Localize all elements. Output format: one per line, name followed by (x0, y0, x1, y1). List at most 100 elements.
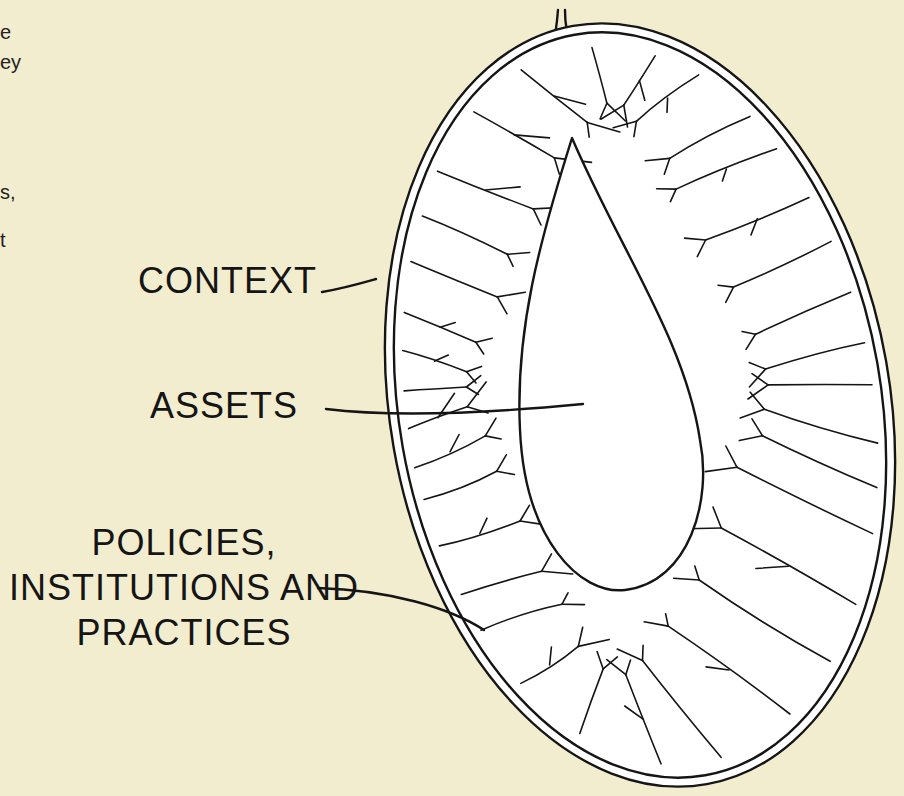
vein (766, 343, 865, 369)
vein (424, 471, 497, 499)
vein (514, 135, 549, 138)
vein (705, 467, 737, 471)
vein (734, 241, 832, 287)
vein (520, 505, 529, 521)
vein (674, 578, 700, 580)
vein (542, 571, 573, 574)
vein (438, 171, 534, 209)
vein (670, 189, 676, 202)
vein (666, 98, 668, 112)
vein (580, 669, 603, 734)
part-label: POLICIES, INSTITUTIONS AND PRACTICES (4, 520, 364, 655)
vein (587, 122, 589, 137)
cropped-text: t (0, 228, 6, 252)
vein (752, 419, 762, 436)
vein (699, 580, 830, 661)
vein (706, 198, 809, 241)
vein (497, 297, 507, 314)
vein (762, 436, 876, 488)
vein (578, 627, 582, 646)
part-label: CONTEXT (138, 258, 317, 303)
vein (726, 287, 734, 302)
vein (718, 285, 734, 287)
vein (466, 387, 478, 395)
vein (485, 418, 496, 436)
cropped-text: ey (0, 50, 21, 74)
vein (625, 706, 644, 719)
vein (749, 363, 765, 370)
vein (746, 334, 756, 349)
vein (697, 240, 705, 257)
leader-line (326, 404, 583, 413)
vein (404, 312, 476, 342)
vein (756, 292, 851, 334)
vein (626, 660, 631, 675)
vein (592, 48, 607, 104)
vein (685, 238, 706, 240)
vein (676, 149, 777, 189)
vein (403, 351, 467, 372)
vein (435, 355, 449, 361)
vein (521, 646, 579, 683)
vein (706, 667, 729, 670)
vein (617, 649, 642, 660)
vein (634, 121, 637, 136)
vein (485, 187, 520, 190)
vein (507, 253, 529, 255)
vein (642, 645, 644, 660)
vein (664, 158, 669, 174)
cropped-text: e (0, 20, 11, 44)
vein (639, 80, 644, 100)
vein (756, 566, 789, 568)
vein (643, 660, 722, 757)
vein (480, 518, 487, 533)
vein (404, 387, 466, 391)
vein (476, 338, 492, 342)
vein (440, 323, 455, 328)
part-label: ASSETS (150, 383, 298, 428)
vein (721, 528, 856, 604)
vein (722, 169, 726, 181)
vein (670, 116, 750, 158)
vein (562, 603, 585, 605)
vein (554, 158, 559, 174)
vein (450, 435, 459, 452)
vein (742, 332, 755, 335)
vein (749, 369, 765, 387)
vein (613, 121, 636, 127)
vein (578, 640, 609, 647)
vein (474, 112, 555, 158)
vein (607, 660, 626, 675)
vein (481, 604, 562, 630)
vein (521, 70, 587, 123)
vein (740, 409, 764, 418)
vein (603, 657, 617, 669)
vein (476, 342, 484, 354)
vein (624, 56, 655, 105)
vein (768, 384, 872, 386)
inner-shell (337, 0, 904, 796)
vein (507, 254, 513, 266)
vein (739, 436, 762, 441)
vein (668, 626, 790, 714)
vein (422, 216, 507, 254)
cropped-text: s, (0, 180, 16, 204)
vein (411, 262, 497, 297)
vein (751, 219, 757, 235)
vein (497, 455, 507, 472)
vein (542, 554, 552, 571)
outer-shell (327, 0, 904, 796)
vein (562, 593, 568, 604)
vein (726, 446, 737, 467)
vein (657, 188, 677, 190)
vein (497, 292, 525, 297)
vein (533, 209, 541, 225)
vein (695, 566, 699, 580)
vein (461, 571, 541, 594)
vein (601, 105, 624, 119)
vein (644, 622, 668, 626)
vein (737, 467, 873, 533)
seed (519, 138, 703, 590)
vein (554, 96, 585, 104)
